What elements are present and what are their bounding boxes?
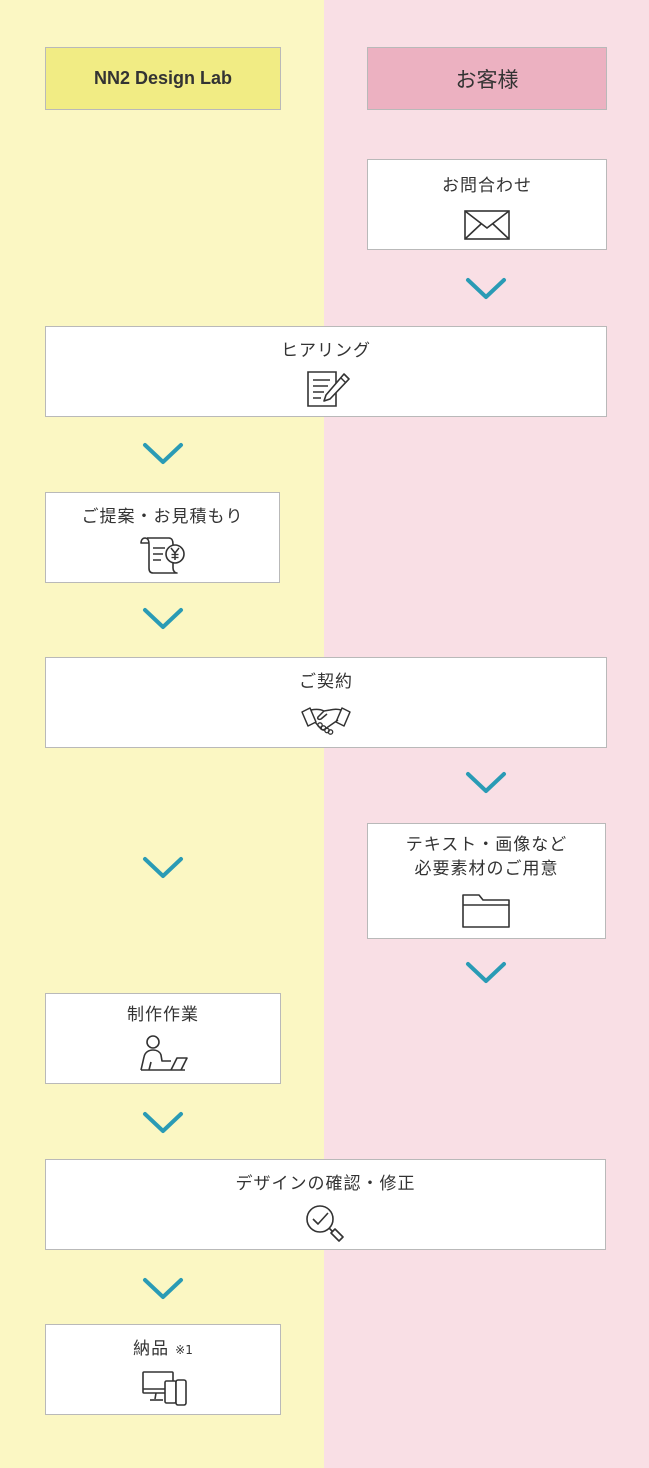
folder-icon <box>461 894 510 928</box>
arrow-down-icon <box>466 772 506 793</box>
step-proposal-label: ご提案・お見積もり <box>81 507 244 527</box>
arrow-down-icon <box>143 443 183 464</box>
company-header: NN2 Design Lab <box>45 47 281 110</box>
step-hearing-label: ヒアリング <box>281 341 371 361</box>
document-pencil-icon <box>307 371 350 407</box>
yen-receipt-icon <box>139 537 185 574</box>
handshake-icon <box>301 707 351 735</box>
magnifier-check-icon <box>305 1205 344 1242</box>
step-production-label: 制作作業 <box>127 1005 199 1025</box>
arrow-down-icon <box>143 608 183 629</box>
step-review-label: デザインの確認・修正 <box>235 1174 416 1194</box>
step-inquiry-label: お問合わせ <box>442 176 532 196</box>
devices-icon <box>142 1371 187 1406</box>
step-materials: テキスト・画像など 必要素材のご用意 <box>367 823 606 939</box>
step-hearing: ヒアリング <box>45 326 607 417</box>
arrow-down-icon <box>466 278 506 299</box>
step-contract: ご契約 <box>45 657 607 748</box>
step-contract-label: ご契約 <box>299 672 353 692</box>
step-production: 制作作業 <box>45 993 281 1084</box>
arrow-down-icon <box>143 1278 183 1299</box>
arrow-down-icon <box>143 1112 183 1133</box>
step-review: デザインの確認・修正 <box>45 1159 606 1250</box>
arrow-down-icon <box>143 857 183 878</box>
step-materials-label-line2: 必要素材のご用意 <box>414 859 559 879</box>
customer-header: お客様 <box>367 47 607 110</box>
person-laptop-icon <box>140 1035 188 1071</box>
step-proposal: ご提案・お見積もり <box>45 492 280 583</box>
step-delivery-note: ※1 <box>175 1343 193 1357</box>
envelope-icon <box>464 210 510 240</box>
arrow-down-icon <box>466 962 506 983</box>
step-delivery: 納品 ※1 <box>45 1324 281 1415</box>
step-inquiry: お問合わせ <box>367 159 607 250</box>
step-materials-label-line1: テキスト・画像など <box>405 835 568 855</box>
step-delivery-label: 納品 <box>133 1339 170 1359</box>
step-delivery-label-row: 納品 ※1 <box>133 1337 193 1362</box>
